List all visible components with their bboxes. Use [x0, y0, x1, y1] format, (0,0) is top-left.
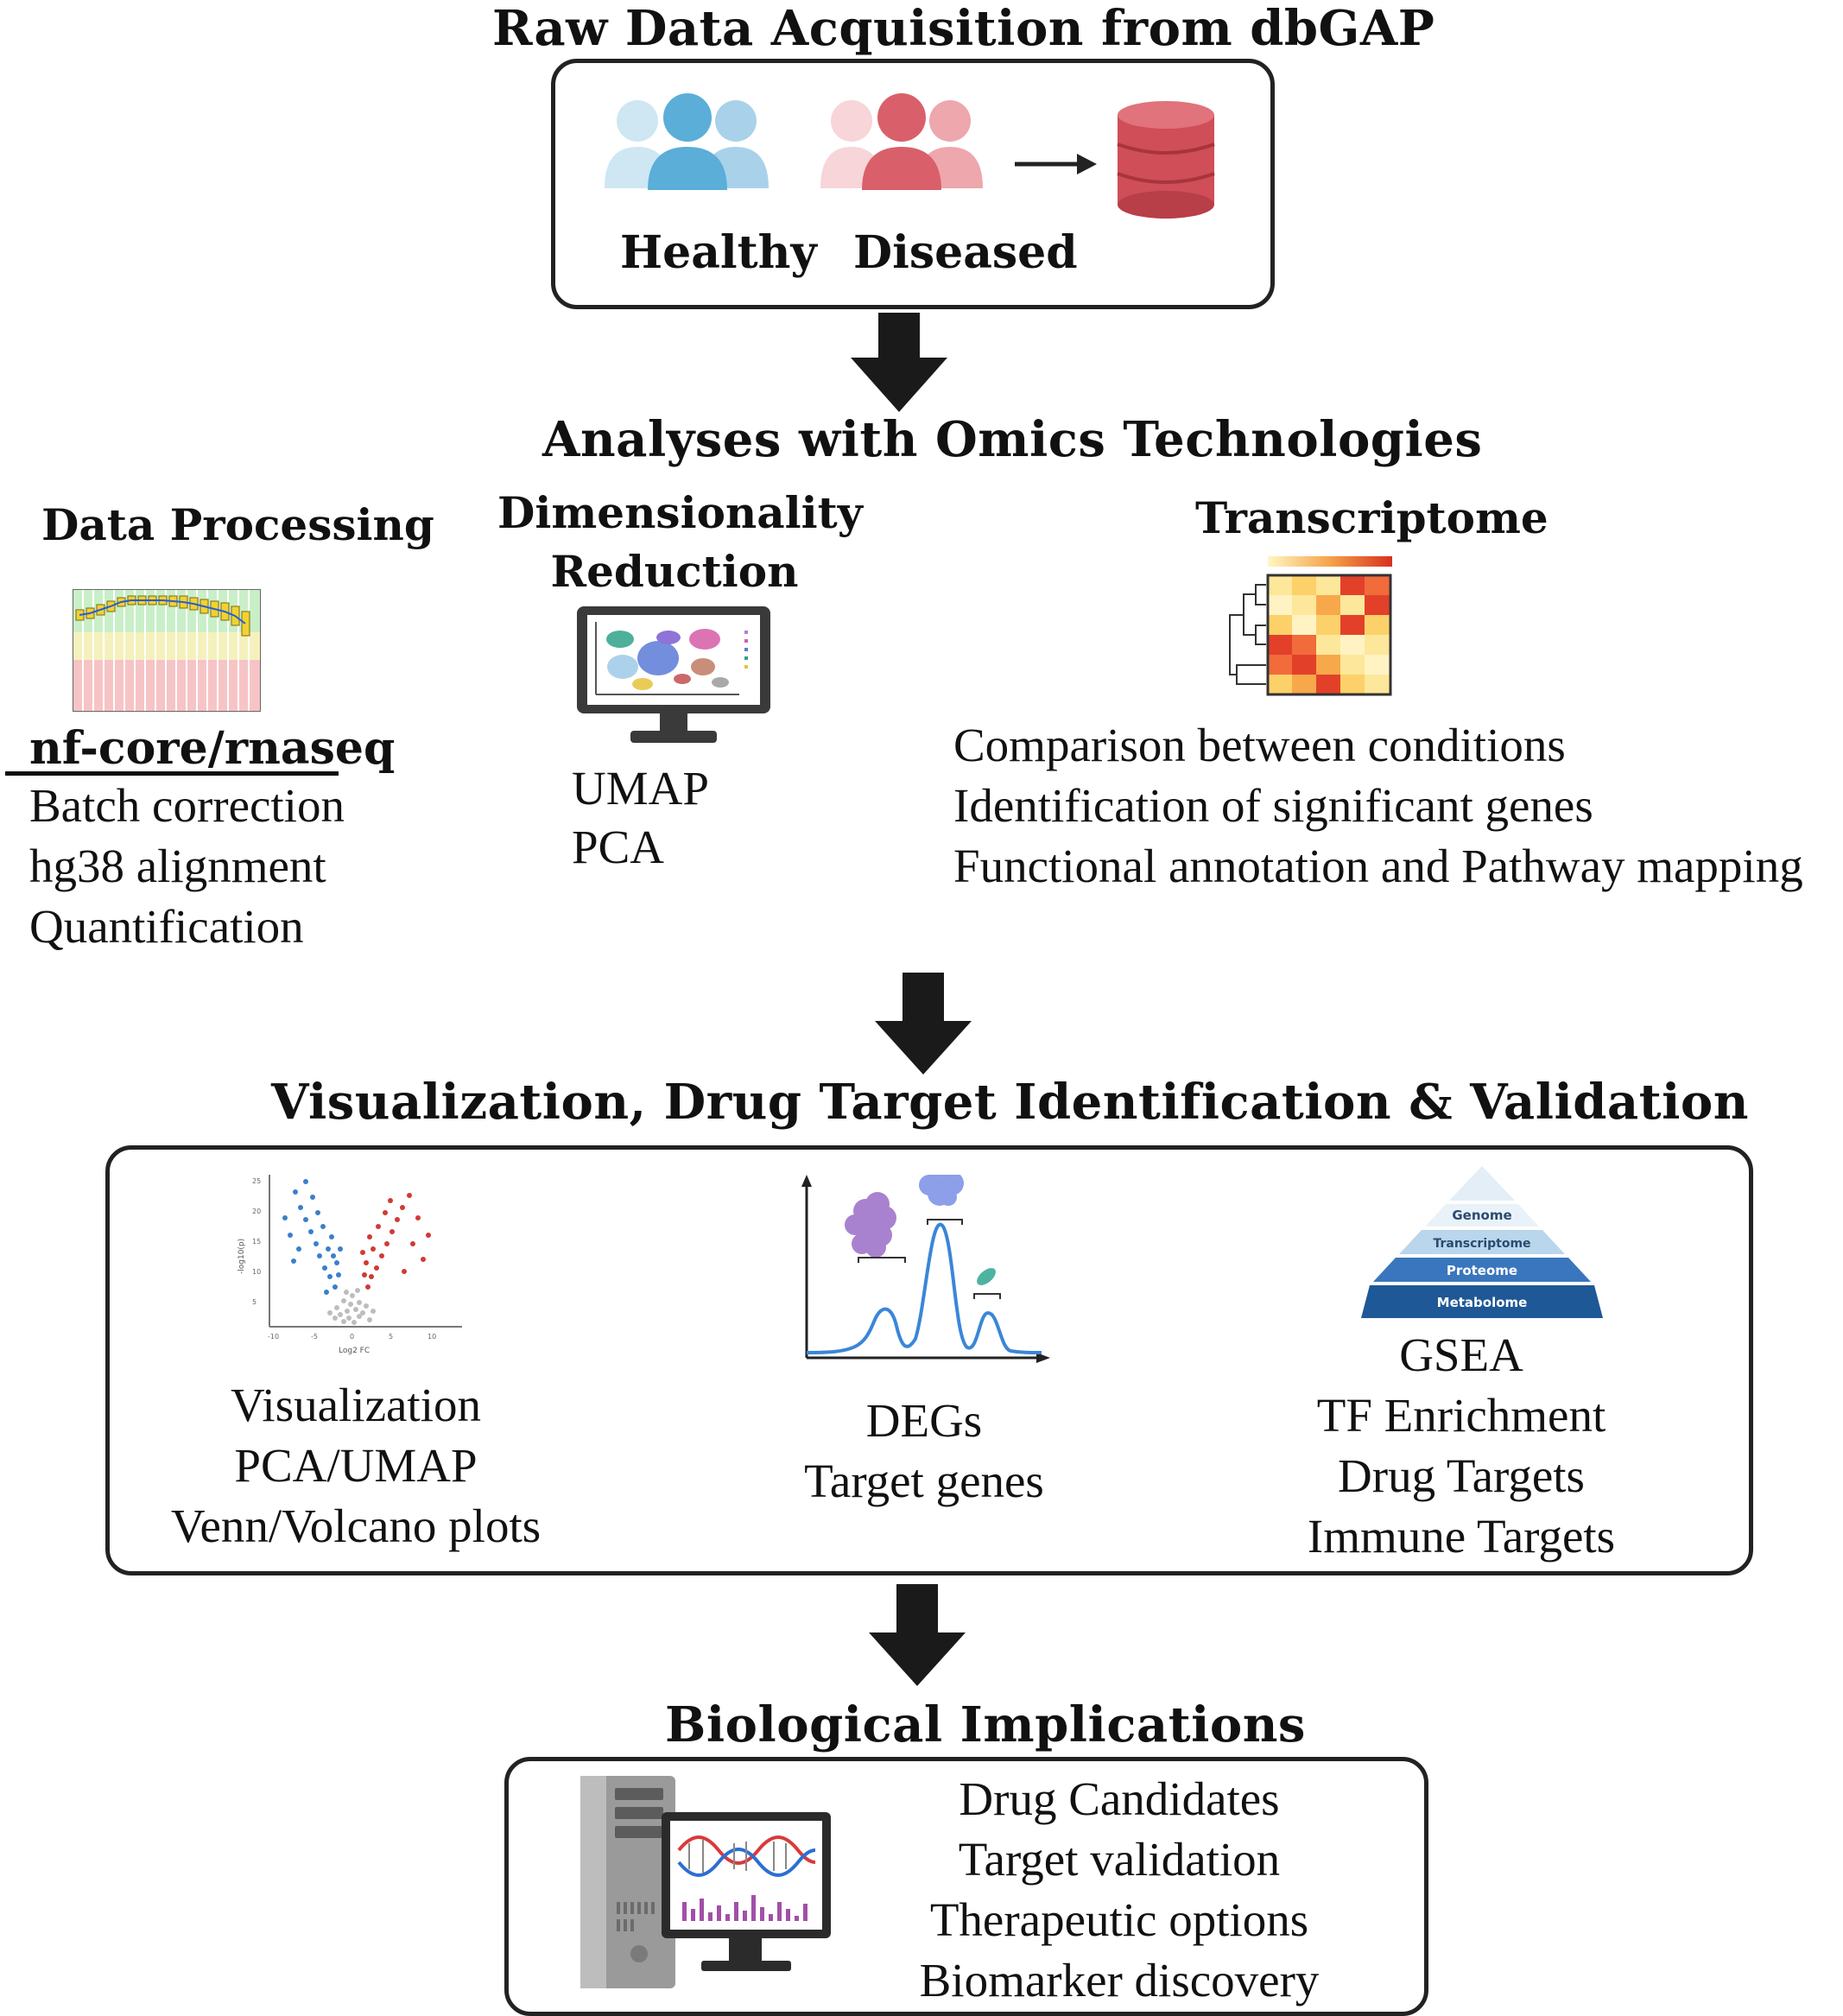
svg-text:15: 15 — [252, 1238, 261, 1246]
down-arrow-1-icon — [851, 313, 947, 412]
stage3-title: Visualization, Drug Target Identificatio… — [271, 1074, 1749, 1131]
healthy-people-icon — [605, 93, 769, 190]
stage2-title: Analyses with Omics Technologies — [542, 411, 1483, 468]
nf-core-underline — [5, 771, 339, 776]
stage1-title: Raw Data Acquisition from dbGAP — [492, 0, 1435, 57]
svg-text:-10: -10 — [268, 1333, 279, 1341]
data-processing-heading: Data Processing — [41, 499, 434, 550]
volcano-ylabel: -log10(p) — [238, 1239, 246, 1274]
pyramid-level-genome: Genome — [1452, 1208, 1511, 1223]
pyramid-level-proteome: Proteome — [1447, 1263, 1517, 1278]
quality-boxplot-icon — [73, 589, 261, 712]
arrow-to-database-icon — [1015, 154, 1097, 174]
svg-text:10: 10 — [252, 1268, 261, 1276]
degs-item: Target genes — [804, 1455, 1044, 1507]
visualization-item: Venn/Volcano plots — [170, 1499, 542, 1552]
data-processing-item: hg38 alignment — [29, 840, 326, 892]
data-processing-item: Batch correction — [29, 779, 345, 832]
heatmap-icon — [1229, 556, 1392, 696]
visualization-item: Visualization — [231, 1379, 481, 1431]
implication-item: Drug Candidates — [959, 1772, 1280, 1825]
degs-item: DEGs — [865, 1394, 983, 1447]
dim-reduction-heading: Dimensionality Reduction — [497, 484, 863, 601]
computer-dna-icon — [580, 1776, 831, 1988]
implication-item: Biomarker discovery — [919, 1954, 1320, 2006]
protein-peaks-icon — [801, 1175, 1050, 1363]
dim-reduction-heading-line2: Reduction — [550, 546, 799, 597]
down-arrow-2-icon — [875, 973, 972, 1075]
data-processing-item: Quantification — [29, 900, 304, 953]
down-arrow-3-icon — [869, 1584, 966, 1686]
pyramid-level-metabolome: Metabolome — [1437, 1295, 1528, 1310]
svg-text:5: 5 — [389, 1333, 393, 1341]
svg-text:0: 0 — [350, 1333, 354, 1341]
dim-reduction-item: PCA — [572, 821, 664, 873]
umap-monitor-icon — [577, 606, 770, 743]
nf-core-tool-label: nf-core/rnaseq — [29, 722, 396, 775]
stage4-title: Biological Implications — [665, 1696, 1306, 1753]
pyramid-level-transcriptome: Transcriptome — [1433, 1237, 1530, 1251]
transcriptome-item: Identification of significant genes — [953, 779, 1593, 832]
implication-item: Target validation — [958, 1833, 1281, 1886]
pyramid-item: Immune Targets — [1307, 1510, 1616, 1563]
healthy-label: Healthy — [620, 226, 817, 279]
svg-text:20: 20 — [252, 1208, 261, 1215]
transcriptome-item: Functional annotation and Pathway mappin… — [953, 840, 1803, 892]
pyramid-item: TF Enrichment — [1316, 1389, 1606, 1442]
volcano-xlabel: Log2 FC — [339, 1347, 370, 1355]
diseased-people-icon — [820, 93, 983, 190]
volcano-plot-icon: 25 20 15 10 5 -10 -5 0 5 10 Log2 FC -log… — [238, 1175, 462, 1355]
diseased-label: Diseased — [853, 226, 1078, 279]
svg-text:25: 25 — [252, 1177, 261, 1185]
transcriptome-heading: Transcriptome — [1195, 492, 1548, 543]
database-icon — [1117, 101, 1215, 219]
svg-text:-5: -5 — [311, 1333, 318, 1341]
visualization-item: PCA/UMAP — [234, 1439, 478, 1492]
pyramid-item: Drug Targets — [1338, 1449, 1585, 1502]
svg-text:5: 5 — [252, 1298, 256, 1306]
transcriptome-item: Comparison between conditions — [953, 719, 1566, 771]
dim-reduction-heading-line1: Dimensionality — [497, 487, 863, 538]
pyramid-item: GSEA — [1399, 1328, 1523, 1381]
svg-text:10: 10 — [428, 1333, 436, 1341]
omics-pyramid-icon: Genome Transcriptome Proteome Metabolome — [1361, 1166, 1603, 1318]
implication-item: Therapeutic options — [929, 1893, 1309, 1946]
dim-reduction-item: UMAP — [572, 762, 709, 815]
